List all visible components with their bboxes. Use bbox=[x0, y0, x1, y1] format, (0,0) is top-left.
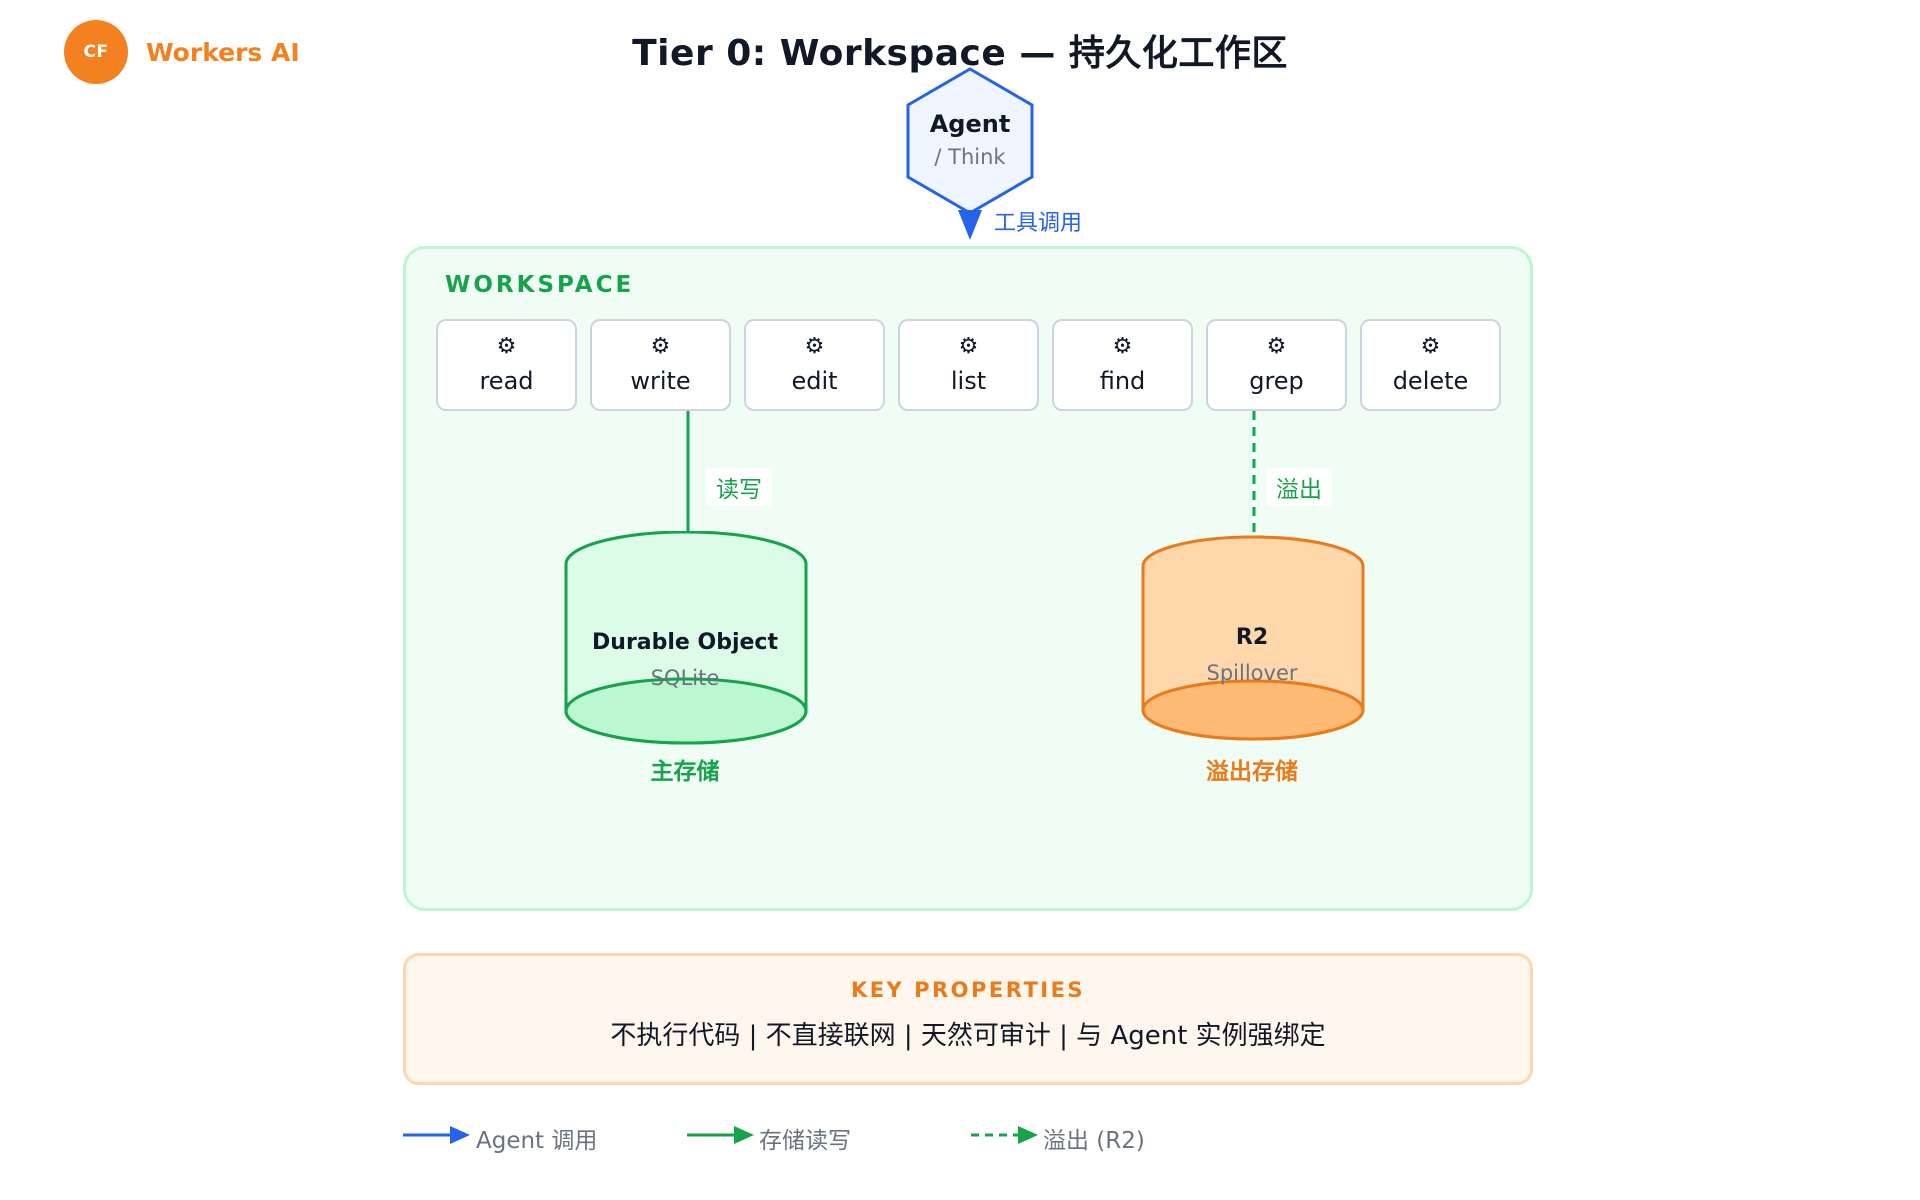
legend-spill-label: 溢出 (R2) bbox=[1043, 1128, 1145, 1154]
gear-icon: ⚙ bbox=[804, 333, 825, 359]
r2-cylinder[interactable] bbox=[1140, 534, 1366, 744]
gear-icon: ⚙ bbox=[1112, 333, 1133, 359]
tool-label: grep bbox=[1249, 366, 1304, 395]
agent-call-arrow bbox=[958, 210, 982, 240]
agent-name: Agent bbox=[929, 110, 1011, 138]
legend-storage-arrow bbox=[687, 1126, 754, 1144]
page-title: Tier 0: Workspace — 持久化工作区 bbox=[632, 33, 1288, 74]
tool-grep[interactable]: ⚙ grep bbox=[1206, 319, 1347, 411]
legend-storage-label: 存储读写 bbox=[759, 1128, 851, 1154]
tool-find[interactable]: ⚙ find bbox=[1052, 319, 1193, 411]
gear-icon: ⚙ bbox=[496, 333, 517, 359]
tool-label: delete bbox=[1392, 366, 1469, 395]
legend-spill-arrow bbox=[971, 1126, 1038, 1144]
brand-logo: CF bbox=[64, 20, 128, 84]
durable-object-subtitle: SQLite bbox=[650, 666, 720, 690]
tool-label: read bbox=[479, 366, 534, 395]
primary-storage-caption: 主存储 bbox=[650, 759, 720, 785]
tool-call-label: 工具调用 bbox=[994, 211, 1083, 236]
tool-label: write bbox=[630, 366, 691, 395]
tool-label: find bbox=[1099, 366, 1146, 395]
tool-list[interactable]: ⚙ list bbox=[898, 319, 1039, 411]
legend-agent-arrow bbox=[403, 1126, 470, 1144]
tool-write[interactable]: ⚙ write bbox=[590, 319, 731, 411]
tool-read[interactable]: ⚙ read bbox=[436, 319, 577, 411]
gear-icon: ⚙ bbox=[958, 333, 979, 359]
tool-edit[interactable]: ⚙ edit bbox=[744, 319, 885, 411]
r2-subtitle: Spillover bbox=[1206, 661, 1298, 685]
r2-title: R2 bbox=[1235, 625, 1269, 650]
tool-delete[interactable]: ⚙ delete bbox=[1360, 319, 1501, 411]
durable-object-title: Durable Object bbox=[592, 630, 778, 655]
legend-agent-label: Agent 调用 bbox=[476, 1128, 598, 1154]
gear-icon: ⚙ bbox=[650, 333, 671, 359]
gear-icon: ⚙ bbox=[1266, 333, 1287, 359]
spillover-label: 溢出 bbox=[1266, 468, 1332, 506]
workspace-label: WORKSPACE bbox=[445, 272, 635, 298]
brand-name: Workers AI bbox=[146, 38, 300, 67]
tool-label: list bbox=[950, 366, 987, 395]
gear-icon: ⚙ bbox=[1420, 333, 1441, 359]
tool-label: edit bbox=[791, 366, 838, 395]
read-write-label: 读写 bbox=[706, 468, 772, 506]
key-properties-panel bbox=[403, 953, 1533, 1085]
spillover-storage-caption: 溢出存储 bbox=[1206, 759, 1298, 785]
key-properties-text: 不执行代码 | 不直接联网 | 天然可审计 | 与 Agent 实例强绑定 bbox=[610, 1021, 1326, 1051]
durable-object-cylinder[interactable] bbox=[563, 531, 809, 746]
agent-subtitle: / Think bbox=[934, 145, 1006, 169]
key-properties-title: KEY PROPERTIES bbox=[850, 978, 1086, 1002]
